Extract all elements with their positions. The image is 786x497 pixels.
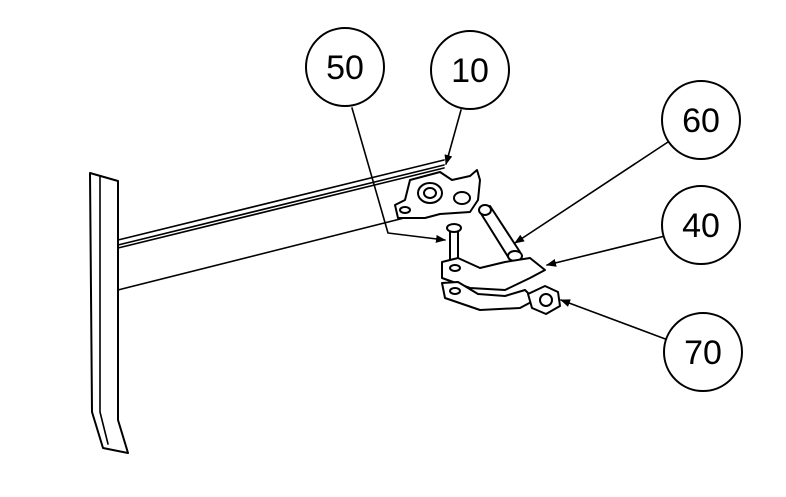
part-40-clamp (441, 257, 546, 311)
part-60-pin (478, 204, 523, 262)
balloon-label: 40 (682, 207, 720, 245)
balloon-50: 50 (305, 27, 385, 107)
leader-40 (546, 235, 666, 267)
balloon-label: 60 (682, 102, 720, 140)
part-70-nut (527, 285, 561, 315)
vertical-post (89, 172, 129, 454)
leader-10 (444, 109, 462, 165)
balloon-label: 10 (451, 52, 489, 90)
part-10-bracket (394, 169, 481, 219)
balloon-60: 60 (661, 80, 741, 160)
balloon-label: 50 (326, 49, 364, 87)
horizontal-beam (117, 159, 445, 291)
leader-50 (351, 107, 446, 243)
balloon-10: 10 (430, 30, 510, 110)
balloon-label: 70 (684, 334, 722, 372)
balloon-70: 70 (663, 312, 743, 392)
balloon-40: 40 (661, 185, 741, 265)
part-50-pin (446, 223, 462, 263)
leader-60 (514, 141, 669, 244)
leader-70 (560, 299, 669, 341)
